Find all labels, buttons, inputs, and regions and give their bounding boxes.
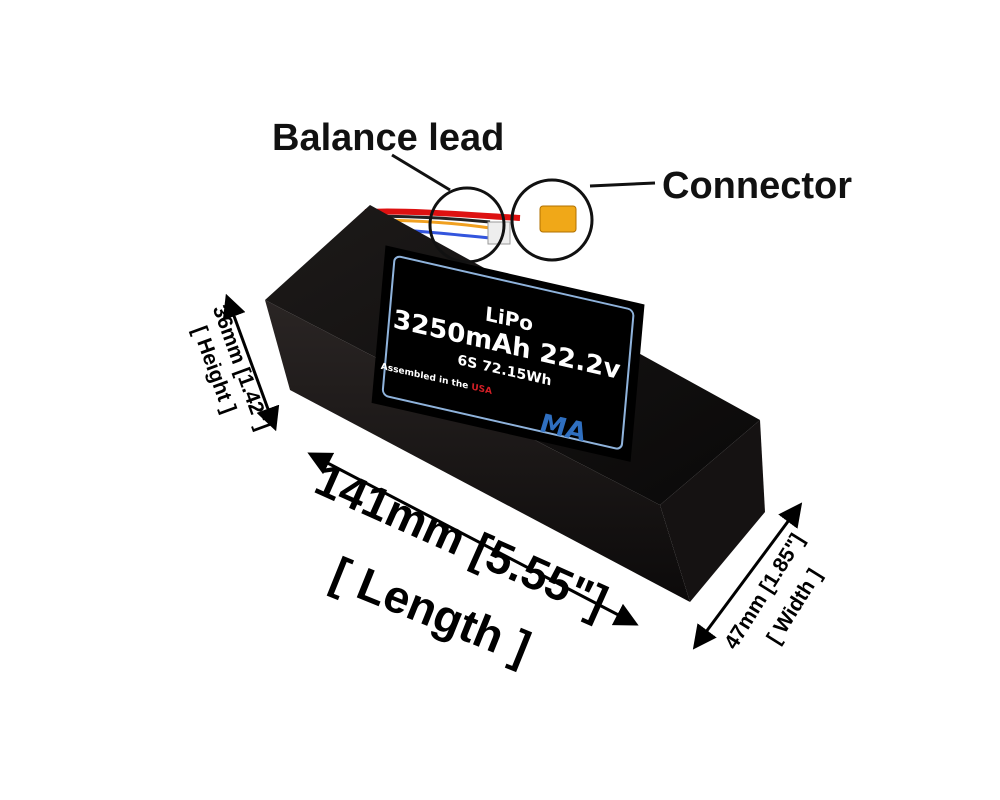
xt60-connector	[539, 205, 577, 233]
connector-circle	[510, 178, 594, 262]
height-arrow	[222, 293, 280, 432]
balance-lead-callout: Balance lead	[272, 117, 504, 159]
width-arrow	[692, 502, 803, 650]
battery-label: LiPo 3250mAh 22.2v 6S 72.15Wh Assembled …	[371, 245, 645, 462]
balance-lead-circle	[428, 186, 506, 264]
connector-callout: Connector	[662, 165, 852, 207]
length-arrow	[307, 452, 639, 626]
